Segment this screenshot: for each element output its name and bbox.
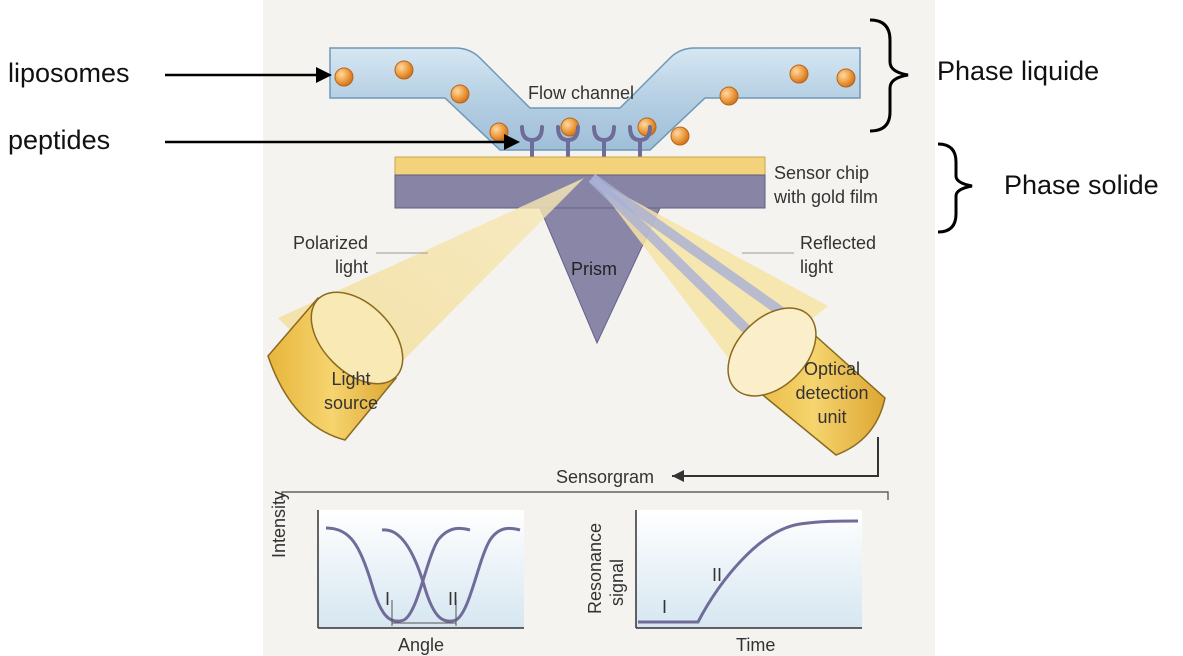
annotation-arrows [165,73,508,144]
liposomes-arrowhead [316,67,332,83]
liposome [637,117,657,137]
curve-I-mark: I [385,589,391,609]
liposome [789,64,809,84]
sensor-chip-label-2: with gold film [774,187,879,207]
detector-device [727,307,886,456]
gold-film [394,156,766,176]
peptide [556,125,580,160]
curve-II-mark: II [448,589,459,609]
light-source-device [267,291,404,441]
liposome [836,68,856,88]
plot-intensity [317,510,524,629]
angle-axis-label: Angle [398,635,445,655]
peptide [628,125,652,160]
resonance-axis-label-2: signal [607,558,627,606]
polarized-label-2: light [334,257,368,277]
reflected-ray [589,173,813,337]
peptides-label: peptides [8,125,111,155]
intensity-axis-label: Intensity [269,490,289,558]
curve-I [325,526,471,623]
phase-solide-label: Phase solide [1004,170,1159,200]
flow-channel [329,47,861,151]
light-source-label-2: source [323,393,379,413]
liposome [394,60,414,80]
time-axis-label: Time [736,635,776,655]
resonance-curve [638,519,859,624]
brace-solide [937,142,973,234]
light-source-label-1: Light [331,369,371,389]
peptide [592,125,616,160]
liposome [334,67,354,87]
polarized-label-1: Polarized [292,233,368,253]
detector-label-3: unit [817,407,847,427]
sensorgram-arrow [672,437,879,477]
detector-label-2: detection [795,383,869,403]
detector-label-1: Optical [803,359,861,379]
reflected-label-1: Reflected [800,233,877,253]
sensorgram-label: Sensorgram [556,467,655,487]
peptides-arrowhead [504,134,520,150]
peptide [520,125,544,160]
prism-shape [539,207,661,345]
peptide-group [520,125,652,160]
phase-liquide-label: Phase liquide [937,56,1100,86]
liposome [719,86,739,106]
liposome-group [334,60,856,146]
liposomes-label: liposomes [8,58,130,88]
resonance-axis-label-1: Resonance [585,522,605,614]
sensorgram-bracket [281,491,889,500]
sensorgram-arrowhead [672,470,684,482]
liposome [450,84,470,104]
brace-liquide [869,18,909,133]
phase-I-mark: I [662,597,668,617]
liposome [670,126,690,146]
reflected-label-2: light [800,257,834,277]
prism-label: Prism [571,259,617,279]
sensor-chip-label-1: Sensor chip [774,163,870,183]
plot-resonance [635,510,862,629]
flow-channel-label: Flow channel [528,83,635,103]
phase-II-mark: II [712,565,723,585]
